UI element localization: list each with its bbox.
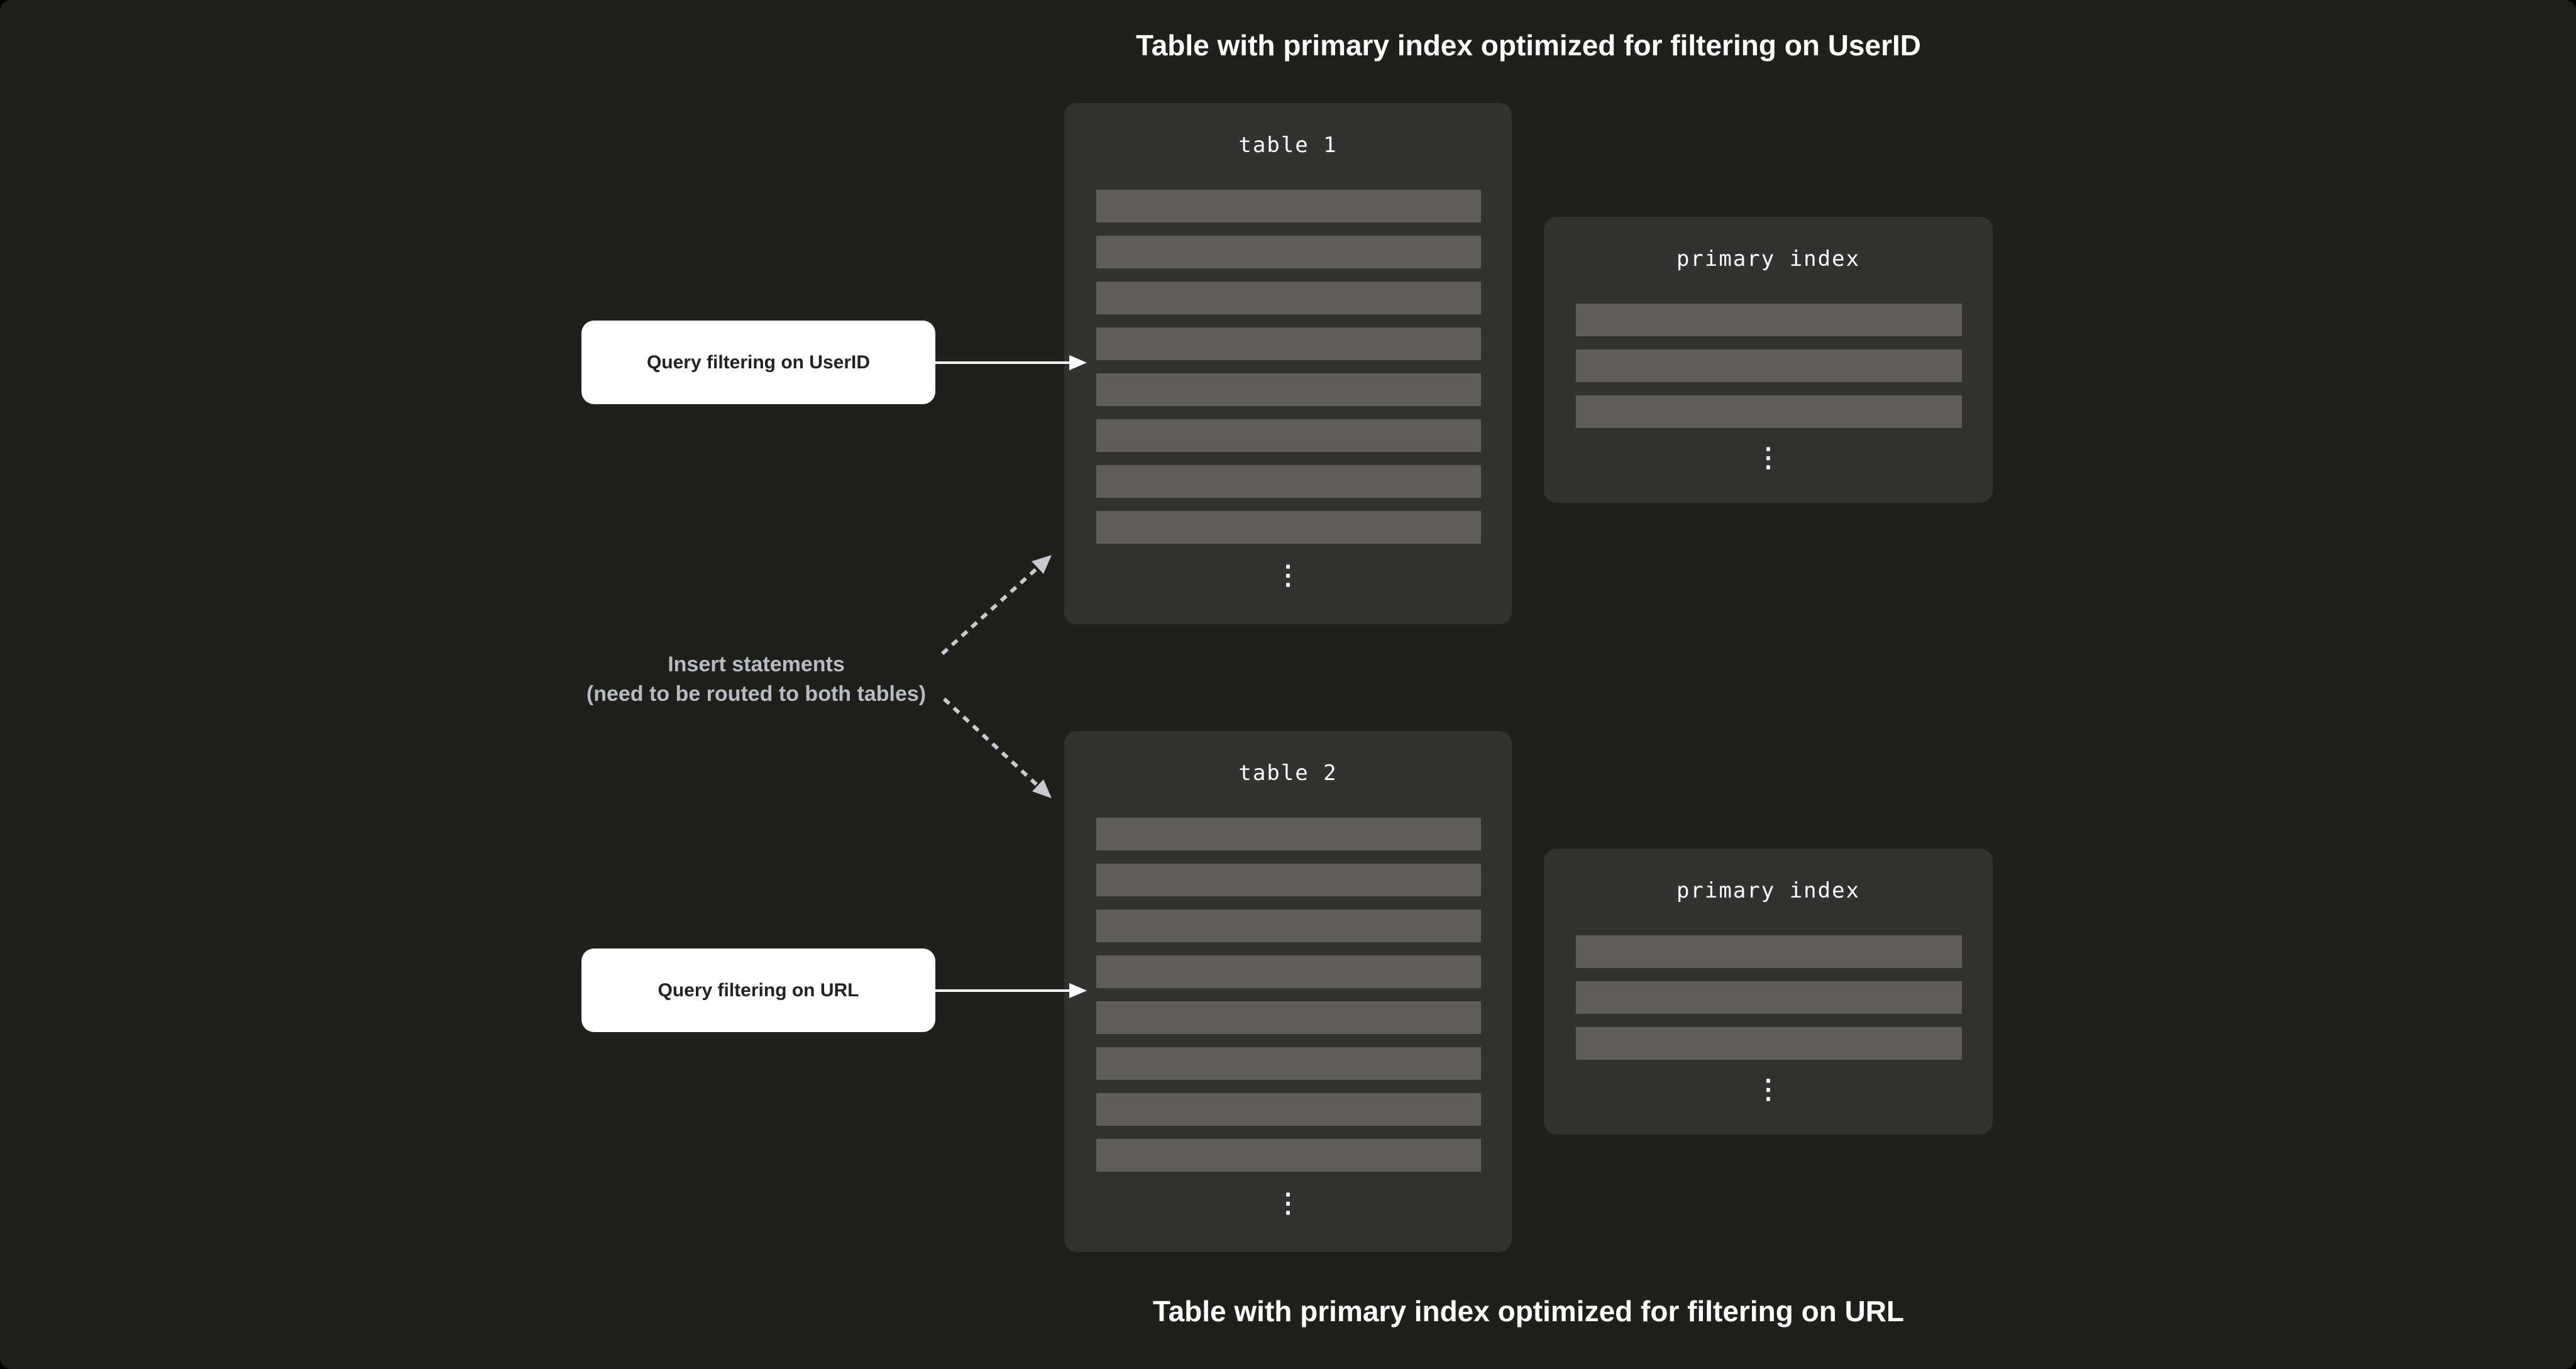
primary-index2-rows (1576, 935, 1962, 1060)
annotation-line2: (need to be routed to both tables) (586, 682, 927, 706)
top-title: Table with primary index optimized for f… (1136, 29, 1921, 62)
table-row (1096, 236, 1481, 268)
table1-panel: table 1 ⋮ (1064, 103, 1512, 624)
insert-statements-annotation: Insert statements (need to be routed to … (536, 650, 976, 709)
table-row (1096, 1047, 1481, 1080)
bottom-title: Table with primary index optimized for f… (1152, 1295, 1905, 1328)
ellipsis-icon: ⋮ (1275, 559, 1301, 590)
table-row (1576, 935, 1962, 968)
primary-index1-rows (1576, 304, 1962, 428)
query-userid-callout: Query filtering on UserID (581, 321, 935, 404)
query-url-callout: Query filtering on URL (581, 948, 935, 1032)
insert-arrow-table1 (940, 555, 1052, 656)
ellipsis-icon: ⋮ (1755, 1074, 1781, 1104)
insert-arrow-table2 (942, 697, 1052, 798)
table-row (1576, 304, 1962, 336)
table-row (1096, 1093, 1481, 1126)
table-row (1576, 395, 1962, 428)
table2-panel: table 2 ⋮ (1064, 731, 1512, 1252)
table-row (1096, 818, 1481, 850)
table-row (1096, 1139, 1481, 1172)
annotation-line1: Insert statements (668, 652, 845, 676)
primary-index1-panel: primary index ⋮ (1544, 217, 1993, 503)
table1-label: table 1 (1238, 133, 1338, 158)
table-row (1096, 419, 1481, 452)
table-row (1096, 511, 1481, 544)
table-row (1096, 955, 1481, 988)
table-row (1096, 465, 1481, 498)
table-row (1576, 349, 1962, 382)
table-row (1096, 864, 1481, 896)
table-row (1576, 1027, 1962, 1060)
table-row (1096, 327, 1481, 360)
primary-index2-label: primary index (1676, 878, 1861, 903)
table1-rows (1096, 190, 1481, 544)
table2-label: table 2 (1238, 761, 1338, 786)
table-row (1576, 981, 1962, 1014)
primary-index1-label: primary index (1676, 246, 1861, 272)
table2-rows (1096, 818, 1481, 1172)
table-row (1096, 282, 1481, 314)
table-row (1096, 190, 1481, 223)
table-row (1096, 373, 1481, 406)
table-row (1096, 1001, 1481, 1034)
ellipsis-icon: ⋮ (1275, 1187, 1301, 1218)
table-row (1096, 910, 1481, 942)
primary-index2-panel: primary index ⋮ (1544, 849, 1993, 1135)
ellipsis-icon: ⋮ (1755, 442, 1781, 473)
